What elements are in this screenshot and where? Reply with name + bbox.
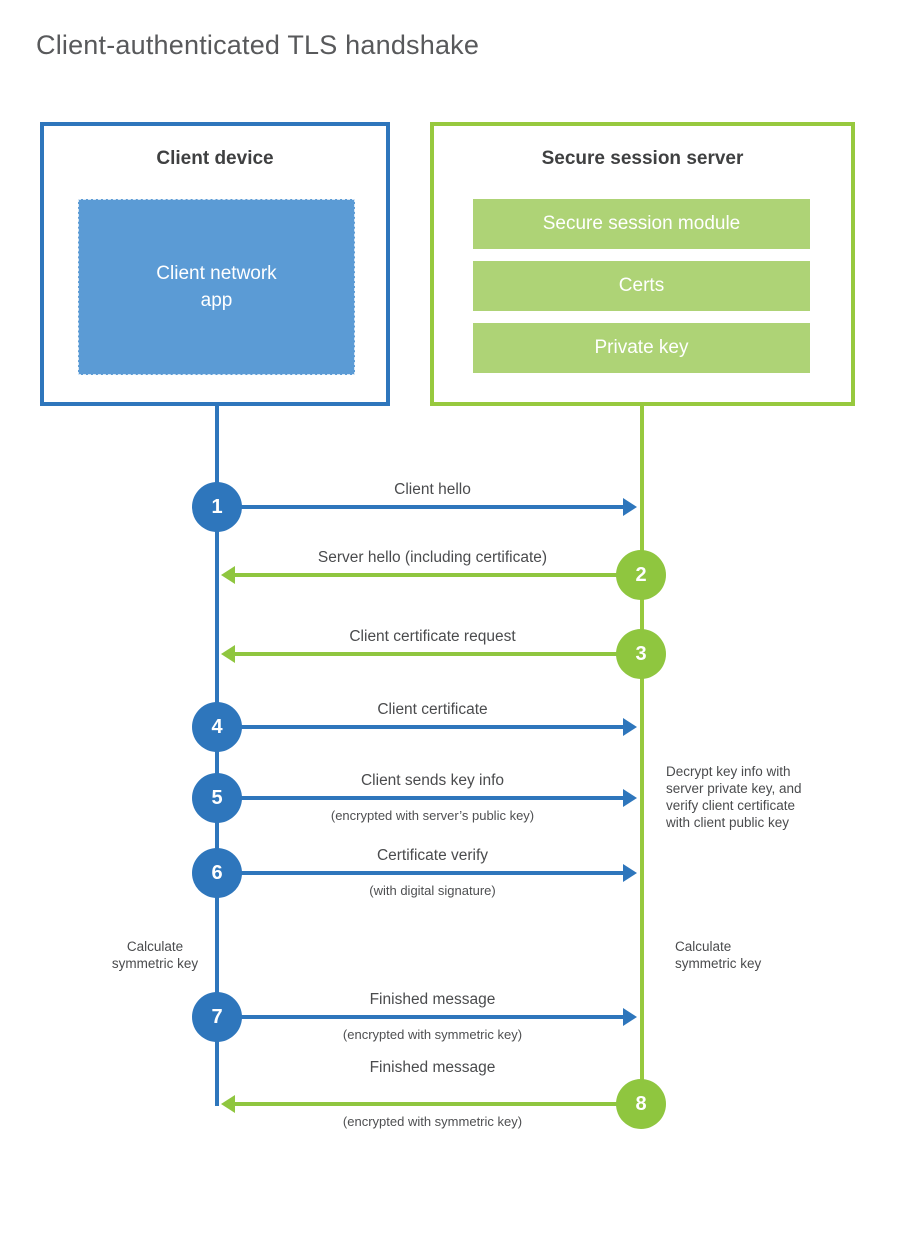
step-3-badge: 3 (616, 629, 666, 679)
server-lifeline (640, 405, 644, 1106)
server-module-certs: Certs (473, 261, 810, 311)
server-module-secure-session-module: Secure session module (473, 199, 810, 249)
calculate-symmetric-key-note-client: Calculate symmetric key (111, 939, 199, 971)
message-5-arrow-right-icon (240, 789, 637, 807)
message-6-label: Certificate verify (376, 847, 489, 864)
page-title: Client-authenticated TLS handshake (36, 30, 480, 60)
message-7-arrow-right-icon (240, 1008, 637, 1026)
step-8-badge: 8 (616, 1079, 666, 1129)
step-4-badge: 4 (192, 702, 242, 752)
client-lifeline (215, 405, 219, 1106)
message-5-label: Client sends key info (360, 772, 505, 789)
message-8-sublabel: (encrypted with symmetric key) (342, 1114, 523, 1129)
step-1-badge: 1 (192, 482, 242, 532)
client-network-app-box: Client network app (78, 199, 355, 375)
secure-session-server-title: Secure session server (541, 148, 744, 169)
message-7-label: Finished message (369, 991, 496, 1008)
message-6-arrow-right-icon (240, 864, 637, 882)
server-module-private-key: Private key (473, 323, 810, 373)
message-4-arrow-right-icon (240, 718, 637, 736)
message-2-arrow-left-icon (221, 566, 618, 584)
calculate-symmetric-key-note-server: Calculate symmetric key (675, 939, 762, 971)
message-8-arrow-left-icon (221, 1095, 618, 1113)
step-6-badge: 6 (192, 848, 242, 898)
message-8-label: Finished message (369, 1059, 496, 1076)
message-6-sublabel: (with digital signature) (369, 883, 496, 898)
client-device-title: Client device (156, 148, 274, 169)
step-2-badge: 2 (616, 550, 666, 600)
message-2-label: Server hello (including certificate) (317, 549, 548, 566)
message-4-label: Client certificate (377, 701, 488, 718)
message-7-sublabel: (encrypted with symmetric key) (342, 1027, 523, 1042)
message-3-arrow-left-icon (221, 645, 618, 663)
message-5-sublabel: (encrypted with server’s public key) (330, 808, 535, 823)
decrypt-key-note: Decrypt key info with server private key… (666, 764, 802, 830)
message-1-arrow-right-icon (240, 498, 637, 516)
step-5-badge: 5 (192, 773, 242, 823)
message-3-label: Client certificate request (349, 628, 516, 645)
step-7-badge: 7 (192, 992, 242, 1042)
message-1-label: Client hello (394, 481, 471, 498)
